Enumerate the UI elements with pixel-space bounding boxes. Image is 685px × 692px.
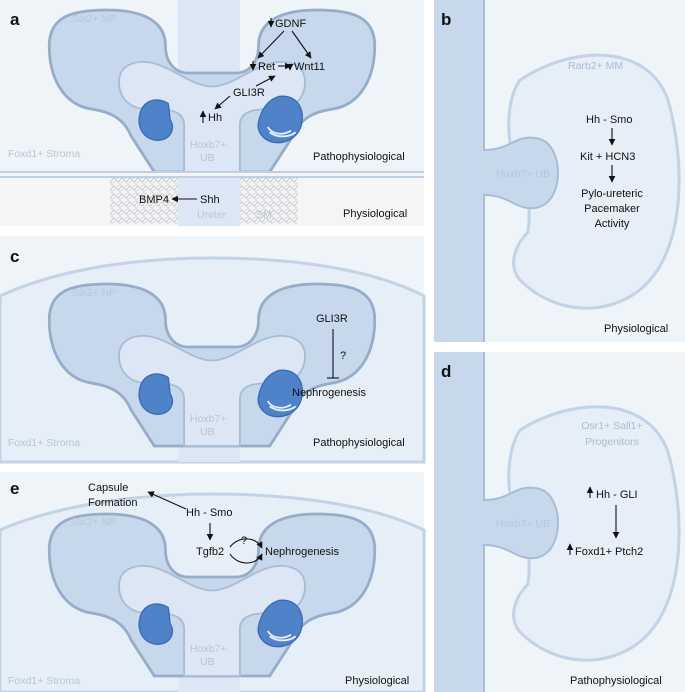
panel-b-letter: b <box>441 10 451 29</box>
ureteric-bud-d <box>483 486 560 560</box>
hoxb7-ub-label-b: Hoxb7+ UB <box>496 168 550 180</box>
ureter-lumen <box>178 178 240 226</box>
six2-np-label-e: Six2+ NP <box>72 516 116 528</box>
smooth-muscle-right <box>240 178 298 224</box>
ureteric-bud-b <box>483 136 560 210</box>
panel-d: d Osr1+ Sall1+ Progenitors Hoxb7+ UB Hh … <box>434 352 685 692</box>
panel-a: a Six2+ NP GDNF Ret Wnt11 GLI3R Hh Hoxb7… <box>0 0 424 226</box>
capsule-label-2: Formation <box>88 497 138 509</box>
panel-e: e Capsule Formation Hh - Smo Tgfb2 ? Nep… <box>0 472 426 692</box>
ureter-label: Ureter <box>197 209 227 221</box>
question-label-c: ? <box>340 350 346 362</box>
pylo-ureteric-label: Pylo-ureteric <box>581 188 643 200</box>
gli3r-label-c: GLI3R <box>316 313 348 325</box>
foxd1-ptch2-label: Foxd1+ Ptch2 <box>575 546 643 558</box>
ret-label: Ret <box>258 61 275 73</box>
kit-hcn3-label: Kit + HCN3 <box>580 151 635 163</box>
hh-smo-label-b: Hh - Smo <box>586 114 632 126</box>
nephrogenesis-label-e: Nephrogenesis <box>265 546 339 558</box>
smooth-muscle-left <box>110 178 178 224</box>
panel-e-letter: e <box>10 479 19 498</box>
pacemaker-label: Pacemaker <box>584 203 640 215</box>
capsule-label-1: Capsule <box>88 482 128 494</box>
tgfb2-label: Tgfb2 <box>196 546 224 558</box>
hoxb7-ub-label-d: Hoxb7+ UB <box>496 518 550 530</box>
panel-b: b Rarb2+ MM Hoxb7+ UB Hh - Smo Kit + HCN… <box>434 0 685 342</box>
question-label-e: ? <box>241 535 247 547</box>
foxd1-stroma-label: Foxd1+ Stroma <box>8 148 80 160</box>
panel-c-letter: c <box>10 247 19 266</box>
hoxb7-label-c-1: Hoxb7+ <box>190 413 226 425</box>
panel-c-state: Pathophysiological <box>313 437 405 449</box>
six2-np-label-c: Six2+ NP <box>72 287 116 299</box>
hoxb7-label-e-1: Hoxb7+ <box>190 643 226 655</box>
panel-c: c Six2+ NP GLI3R ? Nephrogenesis Hoxb7+ … <box>0 236 426 464</box>
shh-label: Shh <box>200 194 220 206</box>
hoxb7-label-c-2: UB <box>200 426 215 438</box>
panel-d-letter: d <box>441 362 451 381</box>
panel-e-state: Physiological <box>345 675 409 687</box>
hoxb7-label-1: Hoxb7+ <box>190 139 226 151</box>
activity-label: Activity <box>595 218 630 230</box>
hh-gli-label: Hh - GLI <box>596 489 638 501</box>
osr1-label-1: Osr1+ Sall1+ <box>581 420 642 432</box>
osr1-label-2: Progenitors <box>585 436 639 448</box>
panel-a-letter: a <box>10 10 20 29</box>
foxd1-stroma-label-e: Foxd1+ Stroma <box>8 675 80 687</box>
six2-np-label: Six2+ NP <box>72 13 116 25</box>
hoxb7-label-e-2: UB <box>200 656 215 668</box>
ureteric-duct <box>434 0 484 342</box>
panel-d-state: Pathophysiological <box>570 675 662 687</box>
hh-smo-label-e: Hh - Smo <box>186 507 232 519</box>
sm-label: SM <box>256 209 272 221</box>
panel-b-state: Physiological <box>604 323 668 335</box>
gli3r-label: GLI3R <box>233 87 265 99</box>
panel-a-state-top: Pathophysiological <box>313 151 405 163</box>
nephrogenesis-label-c: Nephrogenesis <box>292 387 366 399</box>
wnt11-label: Wnt11 <box>294 61 325 73</box>
hh-label: Hh <box>208 112 222 124</box>
ureteric-duct-d <box>434 352 484 692</box>
foxd1-stroma-label-c: Foxd1+ Stroma <box>8 437 80 449</box>
panel-a-state-bottom: Physiological <box>343 208 407 220</box>
hoxb7-label-2: UB <box>200 152 215 164</box>
gdnf-label: GDNF <box>275 18 306 30</box>
bmp4-label: BMP4 <box>139 194 169 206</box>
rarb2-mm-label: Rarb2+ MM <box>568 60 623 72</box>
